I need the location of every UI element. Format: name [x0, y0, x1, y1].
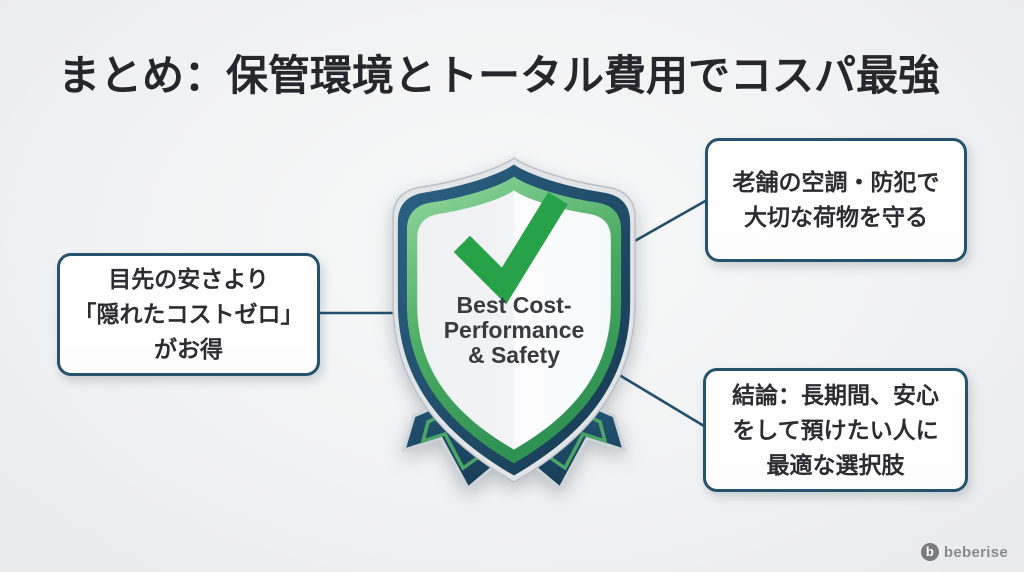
callout-line: がお得	[154, 336, 223, 362]
badge-shield: Best Cost- Performance & Safety	[392, 157, 636, 491]
callout-conclusion: 結論：長期間、安心 をして預けたい人に 最適な選択肢	[703, 368, 968, 492]
callout-line: 「隠れたコストゼロ」	[73, 301, 304, 327]
brand-logo: b beberise	[920, 543, 1008, 561]
badge-caption-line3: & Safety	[468, 342, 560, 368]
callout-line: 大切な荷物を守る	[744, 204, 928, 230]
callout-hidden-cost: 目先の安さより 「隠れたコストゼロ」 がお得	[57, 253, 320, 376]
callout-line: 最適な選択肢	[766, 451, 905, 478]
page-title: まとめ：保管環境とトータル費用でコスパ最強	[58, 52, 941, 99]
callout-line: 目先の安さより	[108, 266, 269, 292]
badge-caption-line1: Best Cost-	[456, 292, 571, 318]
callout-line: をして預けたい人に	[732, 416, 939, 443]
badge-caption-line2: Performance	[444, 317, 585, 343]
callout-security: 老舗の空調・防犯で 大切な荷物を守る	[705, 138, 967, 262]
logo-text: beberise	[943, 543, 1008, 561]
callout-line: 老舗の空調・防犯で	[732, 169, 940, 195]
checkmark-icon	[453, 192, 568, 305]
callout-line: 結論：長期間、安心	[732, 381, 939, 408]
logo-b-icon: b	[920, 543, 939, 561]
